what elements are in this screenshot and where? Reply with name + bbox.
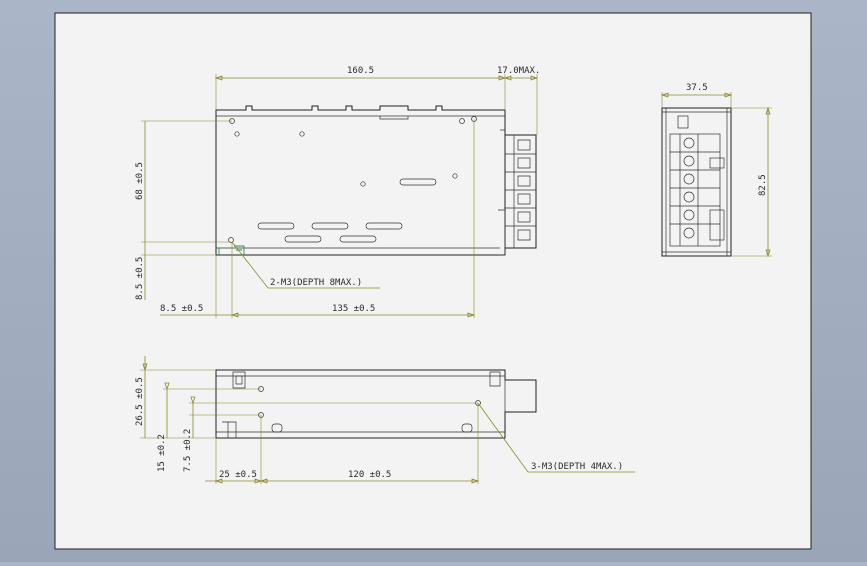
dim-side-26-label: 26.5 ±0.5 bbox=[135, 377, 145, 426]
drawing-sheet bbox=[54, 12, 812, 550]
dim-left-offset-label: 8.5 ±0.5 bbox=[160, 304, 203, 314]
holes-note-side: 3-M3(DEPTH 4MAX.) bbox=[531, 462, 623, 472]
dim-end-width-label: 37.5 bbox=[686, 83, 708, 93]
dim-base-offset-label: 8.5 ±0.5 bbox=[135, 257, 145, 300]
dim-length-label: 160.5 bbox=[347, 66, 374, 76]
top-view: 160.5 17.0MAX. 68 ±0.5 8.5 ±0.5 8.5 ±0.5… bbox=[135, 66, 540, 318]
side-view: 26.5 ±0.5 15 ±0.2 7.5 ±0.2 25 ±0.5 120 ±… bbox=[135, 356, 635, 484]
end-view: 37.5 82.5 bbox=[660, 83, 772, 258]
dim-side-15-label: 15 ±0.2 bbox=[157, 434, 167, 472]
dim-side-120-label: 120 ±0.5 bbox=[348, 470, 391, 480]
dim-height-68-label: 68 ±0.5 bbox=[135, 162, 145, 200]
top-view-chassis bbox=[215, 105, 506, 256]
dim-side-7-label: 7.5 ±0.2 bbox=[183, 429, 193, 472]
dim-end-height-label: 82.5 bbox=[758, 174, 768, 196]
top-view-connector bbox=[505, 134, 537, 249]
dim-side-25-label: 25 ±0.5 bbox=[219, 470, 257, 480]
holes-note-top: 2-M3(DEPTH 8MAX.) bbox=[270, 278, 362, 288]
side-view-chassis bbox=[215, 369, 537, 439]
dim-hole-pitch-label: 135 ±0.5 bbox=[332, 304, 375, 314]
dim-connector-label: 17.0MAX. bbox=[497, 66, 540, 76]
